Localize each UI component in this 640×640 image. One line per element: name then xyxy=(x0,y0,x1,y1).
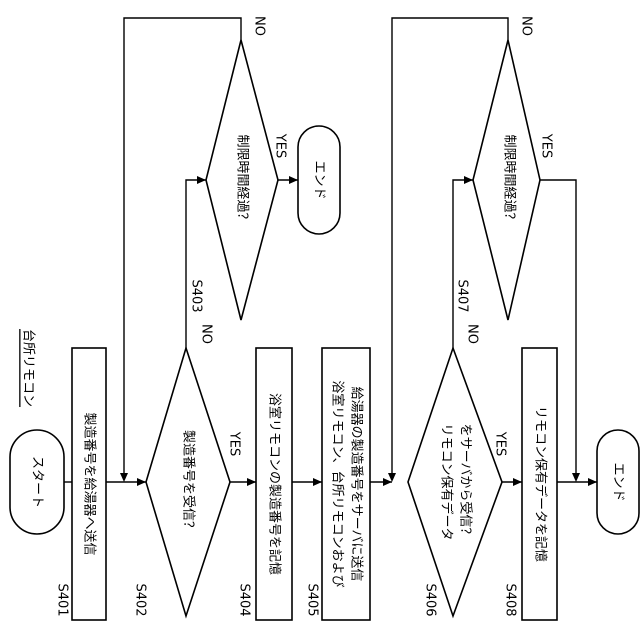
s407-no-label: NO xyxy=(519,16,534,36)
s405-label-line1: 浴室リモコン、台所リモコンおよび xyxy=(330,380,346,587)
s406-decision-diamond xyxy=(408,348,502,616)
s401-label: 製造番号を給湯器へ送信 xyxy=(82,412,97,555)
step-s408: S408 xyxy=(503,583,518,616)
s402-yes-label: YES xyxy=(227,431,242,456)
s403-no-label: NO xyxy=(252,16,267,36)
s406-label-line1: リモコン保有データ xyxy=(439,423,455,540)
s402-no-label: NO xyxy=(199,324,214,344)
step-s402: S402 xyxy=(133,583,148,616)
s407-yes-label: YES xyxy=(539,133,554,158)
step-s404: S404 xyxy=(237,583,252,616)
step-s401: S401 xyxy=(55,583,70,616)
s403-label: 制限時間経過？ xyxy=(235,134,250,225)
step-s403: S403 xyxy=(189,279,204,312)
s405-label-line2: 給湯器の製造番号をサーバに送信 xyxy=(349,387,364,582)
step-s406: S406 xyxy=(423,583,438,616)
s406-yes-label: YES xyxy=(493,431,508,456)
step-s405: S405 xyxy=(305,583,320,616)
diagram-title: 台所リモコン xyxy=(21,329,36,407)
s402-label: 製造番号を受信？ xyxy=(181,430,196,534)
start-label: スタート xyxy=(30,456,45,508)
step-s407: S407 xyxy=(455,279,470,312)
s407-label: 制限時間経過？ xyxy=(502,134,517,225)
s404-label: 浴室リモコンの製造番号を記憶 xyxy=(267,393,283,575)
end2-label: エンド xyxy=(611,462,626,501)
s403-yes-label: YES xyxy=(273,133,288,158)
end1-label: エンド xyxy=(312,160,327,199)
s406-label-line2: をサーバから受信？ xyxy=(458,424,473,541)
s406-no-label: NO xyxy=(465,324,480,344)
s408-label: リモコン保有データを記憶 xyxy=(533,406,549,562)
